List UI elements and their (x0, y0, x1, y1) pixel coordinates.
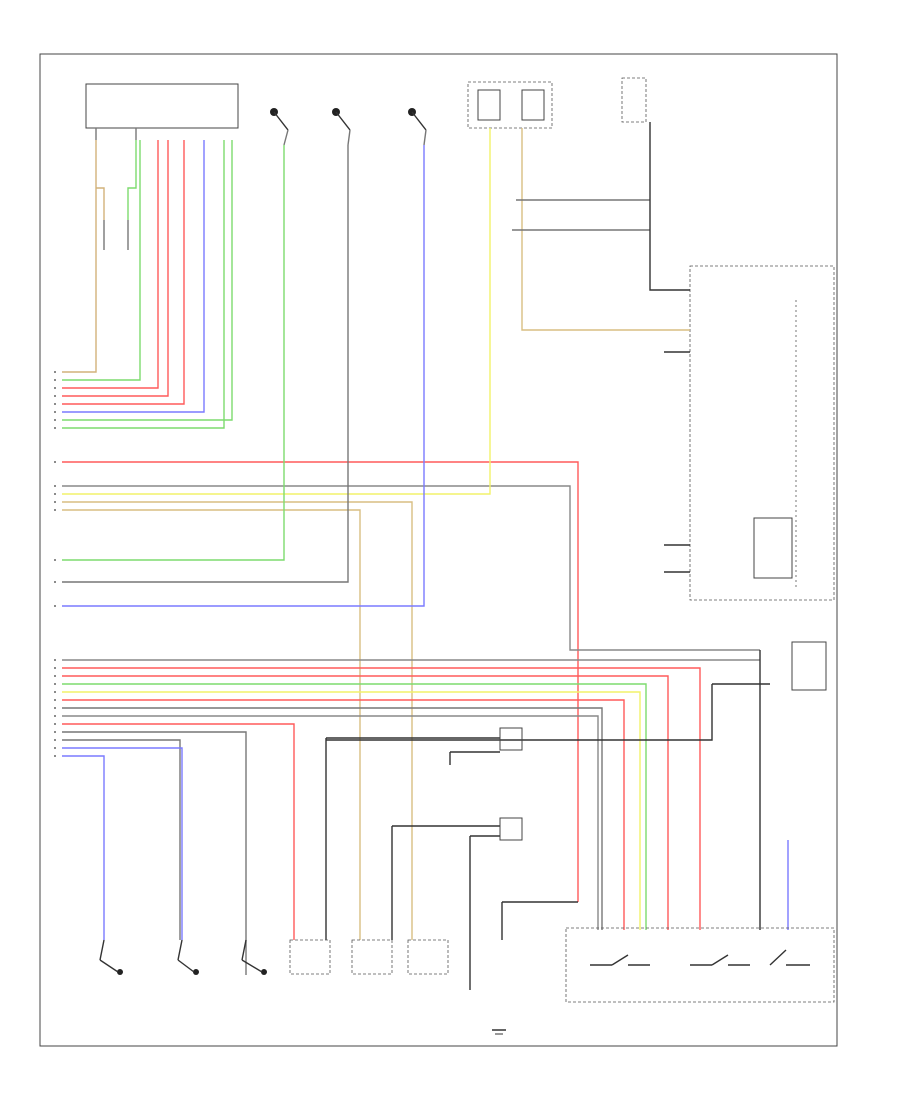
transmission-range-switch (565, 927, 835, 1003)
relay-box (467, 81, 553, 129)
middle-wire-bundle (62, 145, 760, 940)
solenoid-1 (289, 939, 331, 975)
junction-connector (791, 641, 827, 691)
solenoid-3 (407, 939, 449, 975)
sensor-2 (332, 108, 351, 146)
upper-wire-bundle (62, 140, 233, 429)
engine-control-module (689, 265, 835, 601)
top-left-connector (85, 83, 239, 140)
upper-right-wiring (489, 122, 690, 573)
diagram-frame (39, 53, 838, 1047)
sensor-1 (270, 108, 289, 146)
ground-symbol (492, 1029, 506, 1035)
relay-lower (499, 817, 523, 841)
switch-1 (99, 939, 123, 975)
lower-wire-bundle (62, 650, 789, 990)
relay-upper (499, 727, 523, 751)
fuse-block (621, 77, 647, 123)
switch-3 (241, 939, 267, 975)
left-terminal-column (54, 371, 56, 757)
sensor-3 (408, 108, 427, 146)
switch-2 (177, 939, 199, 975)
solenoid-2 (351, 939, 393, 975)
